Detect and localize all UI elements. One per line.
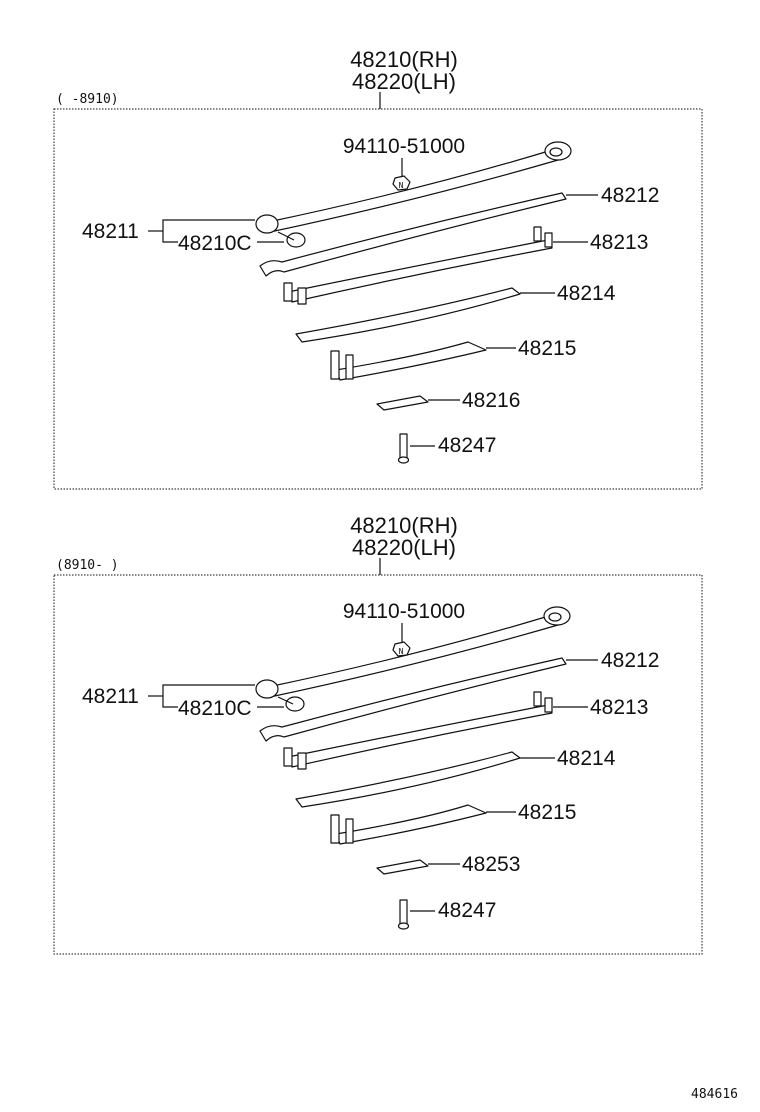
section-2-label-48213: 48213 (590, 696, 648, 719)
figure-id: 484616 (691, 1087, 738, 1102)
section-2-leaf-48215 (330, 804, 516, 845)
section-1-label-bolt: 94110-51000 (343, 135, 465, 158)
section-1-leaf-48212 (259, 192, 567, 277)
section-2-leaf-48213 (283, 691, 588, 770)
section-1-label-spacer: 48216 (462, 389, 520, 412)
section-1-label-48210c: 48210C (178, 232, 252, 255)
section-2-label-48212: 48212 (601, 649, 659, 672)
section-2-label-48214: 48214 (557, 747, 616, 770)
section-1-range: ( -8910) (56, 92, 119, 107)
section-1-label-48211: 48211 (82, 220, 139, 243)
section-2-nut-icon: N (392, 623, 411, 657)
section-1-bushing-icon (286, 232, 306, 248)
section-1-frame (53, 108, 703, 490)
section-1-center-bolt-icon (397, 433, 435, 464)
section-1-main-leaf (255, 141, 572, 248)
section-1-title-rh: 48210(RH) (350, 47, 458, 72)
section-2-label-48247: 48247 (438, 899, 496, 922)
section-2-bushing-bracket (148, 684, 284, 708)
section-2-leaf-48212 (259, 657, 567, 742)
section-2-main-leaf (255, 606, 571, 712)
section-2-label-48211: 48211 (82, 685, 139, 708)
section-1-label-48247: 48247 (438, 434, 496, 457)
section-1-leaf-48214 (295, 287, 521, 343)
section-1-label-48213: 48213 (590, 231, 648, 254)
section-2-spacer (376, 859, 429, 875)
section-1: 48210(RH) 48220(LH) ( -8910) N (53, 47, 703, 490)
section-2-label-48210c: 48210C (178, 697, 252, 720)
section-2-leaf-48214 (295, 751, 521, 808)
section-2-label-spacer: 48253 (462, 853, 520, 876)
section-2-center-bolt-icon (397, 899, 435, 930)
section-1-label-48214: 48214 (557, 282, 616, 305)
section-1-spacer (376, 395, 429, 411)
section-2-title-lh: 48220(LH) (352, 535, 456, 560)
section-2-frame (53, 574, 703, 955)
section-2: 48210(RH) 48220(LH) (8910- ) N (53, 513, 703, 955)
svg-text:N: N (399, 181, 404, 190)
section-2-bushing-icon (285, 696, 305, 712)
section-2-label-bolt: 94110-51000 (343, 600, 465, 623)
section-1-label-48215: 48215 (518, 337, 576, 360)
section-1-title-lh: 48220(LH) (352, 69, 456, 94)
section-1-bushing-bracket (148, 219, 284, 243)
section-2-range: (8910- ) (56, 558, 119, 573)
section-1-leaf-48213 (283, 226, 588, 305)
section-1-leaf-48215 (330, 341, 516, 381)
section-1-nut-icon: N (392, 158, 411, 191)
section-2-title-rh: 48210(RH) (350, 513, 458, 538)
svg-text:N: N (399, 647, 404, 656)
section-1-label-48212: 48212 (601, 184, 659, 207)
section-2-label-48215: 48215 (518, 801, 576, 824)
